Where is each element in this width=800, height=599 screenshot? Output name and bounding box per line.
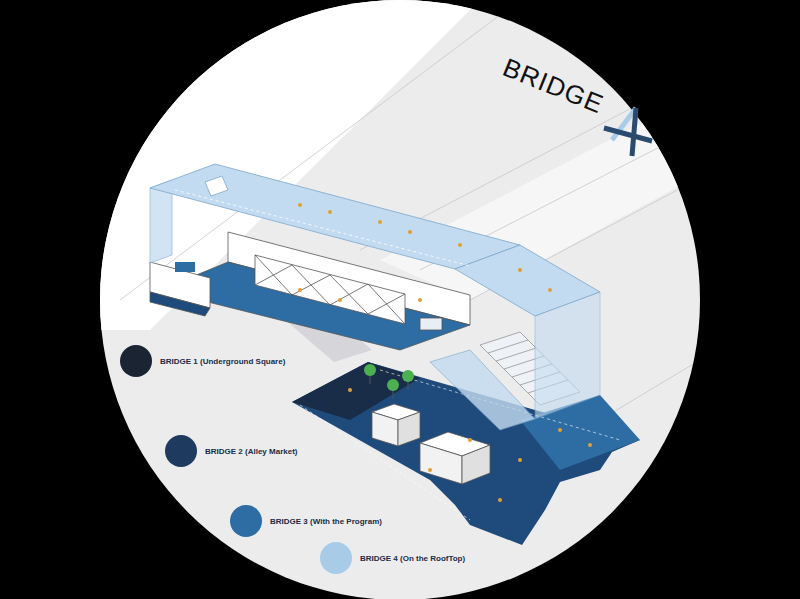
people-part bbox=[418, 298, 422, 302]
people-part bbox=[588, 443, 592, 447]
program-level-part bbox=[292, 265, 330, 305]
people-part bbox=[518, 268, 522, 272]
legend-swatch bbox=[120, 345, 152, 377]
legend-swatch bbox=[165, 435, 197, 467]
people-part bbox=[378, 220, 382, 224]
people-part bbox=[328, 210, 332, 214]
legend-item: BRIDGE 3 (With the Program) bbox=[229, 504, 382, 538]
program-level-part bbox=[255, 255, 405, 324]
people-part bbox=[338, 298, 342, 302]
people bbox=[298, 203, 592, 502]
program-level-part bbox=[255, 255, 292, 295]
staircase-part bbox=[496, 348, 536, 361]
rooftop-bridge-part bbox=[175, 190, 470, 266]
site-ground-part bbox=[120, 0, 520, 300]
rooftop-bridge-part bbox=[430, 350, 535, 430]
legend-swatch-frame bbox=[164, 434, 198, 468]
legend-swatch-frame bbox=[119, 344, 153, 378]
plaza-boxes-part bbox=[398, 412, 420, 446]
plaza-boxes-part bbox=[462, 445, 490, 484]
program-level-part bbox=[368, 284, 405, 324]
people-part bbox=[408, 230, 412, 234]
trees bbox=[364, 364, 414, 399]
people-part bbox=[558, 428, 562, 432]
plaza-boxes-part bbox=[372, 412, 398, 446]
program-level-part bbox=[368, 294, 405, 314]
site-ground bbox=[0, 0, 800, 420]
site-ground-part bbox=[600, 300, 800, 420]
program-level-part bbox=[420, 318, 442, 330]
rooftop-bridge-part bbox=[150, 164, 520, 269]
people-part bbox=[348, 388, 352, 392]
legend-item: BRIDGE 2 (Alley Market) bbox=[164, 434, 297, 468]
program-level-part bbox=[175, 262, 195, 272]
legend-swatch bbox=[230, 505, 262, 537]
trees-part bbox=[387, 379, 399, 391]
legend-label: BRIDGE 2 (Alley Market) bbox=[205, 447, 297, 456]
people-part bbox=[498, 498, 502, 502]
people-part bbox=[458, 243, 462, 247]
people-part bbox=[548, 288, 552, 292]
title-mark bbox=[604, 108, 652, 156]
underground-plaza-part bbox=[292, 362, 420, 420]
program-level-part bbox=[330, 275, 368, 314]
legend-item: BRIDGE 4 (On the RoofTop) bbox=[319, 541, 465, 575]
people-part bbox=[298, 288, 302, 292]
legend-swatch-frame bbox=[229, 504, 263, 538]
people-part bbox=[428, 468, 432, 472]
program-level-part bbox=[150, 292, 210, 316]
trees-part bbox=[364, 364, 376, 376]
rooftop-bridge bbox=[150, 164, 600, 430]
legend-item: BRIDGE 1 (Underground Square) bbox=[119, 344, 285, 378]
people-part bbox=[298, 203, 302, 207]
plaza-boxes bbox=[372, 404, 490, 484]
people-part bbox=[468, 438, 472, 442]
underground-plaza-part bbox=[300, 405, 470, 520]
program-level-part bbox=[292, 275, 330, 295]
legend-swatch bbox=[320, 542, 352, 574]
site-ground-part bbox=[360, 20, 800, 250]
program-level-part bbox=[330, 284, 368, 305]
plaza-boxes-part bbox=[420, 443, 462, 484]
title-mark-part bbox=[604, 128, 652, 141]
legend-swatch-frame bbox=[319, 541, 353, 575]
trees-part bbox=[402, 370, 414, 382]
people-part bbox=[518, 458, 522, 462]
program-level-part bbox=[255, 265, 292, 285]
legend-label: BRIDGE 1 (Underground Square) bbox=[160, 357, 285, 366]
title-mark-part bbox=[632, 108, 636, 156]
rooftop-bridge-part bbox=[205, 176, 228, 196]
legend-label: BRIDGE 4 (On the RoofTop) bbox=[360, 554, 465, 563]
staircase-part bbox=[488, 340, 528, 353]
rooftop-bridge-part bbox=[535, 292, 600, 419]
legend-label: BRIDGE 3 (With the Program) bbox=[270, 517, 382, 526]
